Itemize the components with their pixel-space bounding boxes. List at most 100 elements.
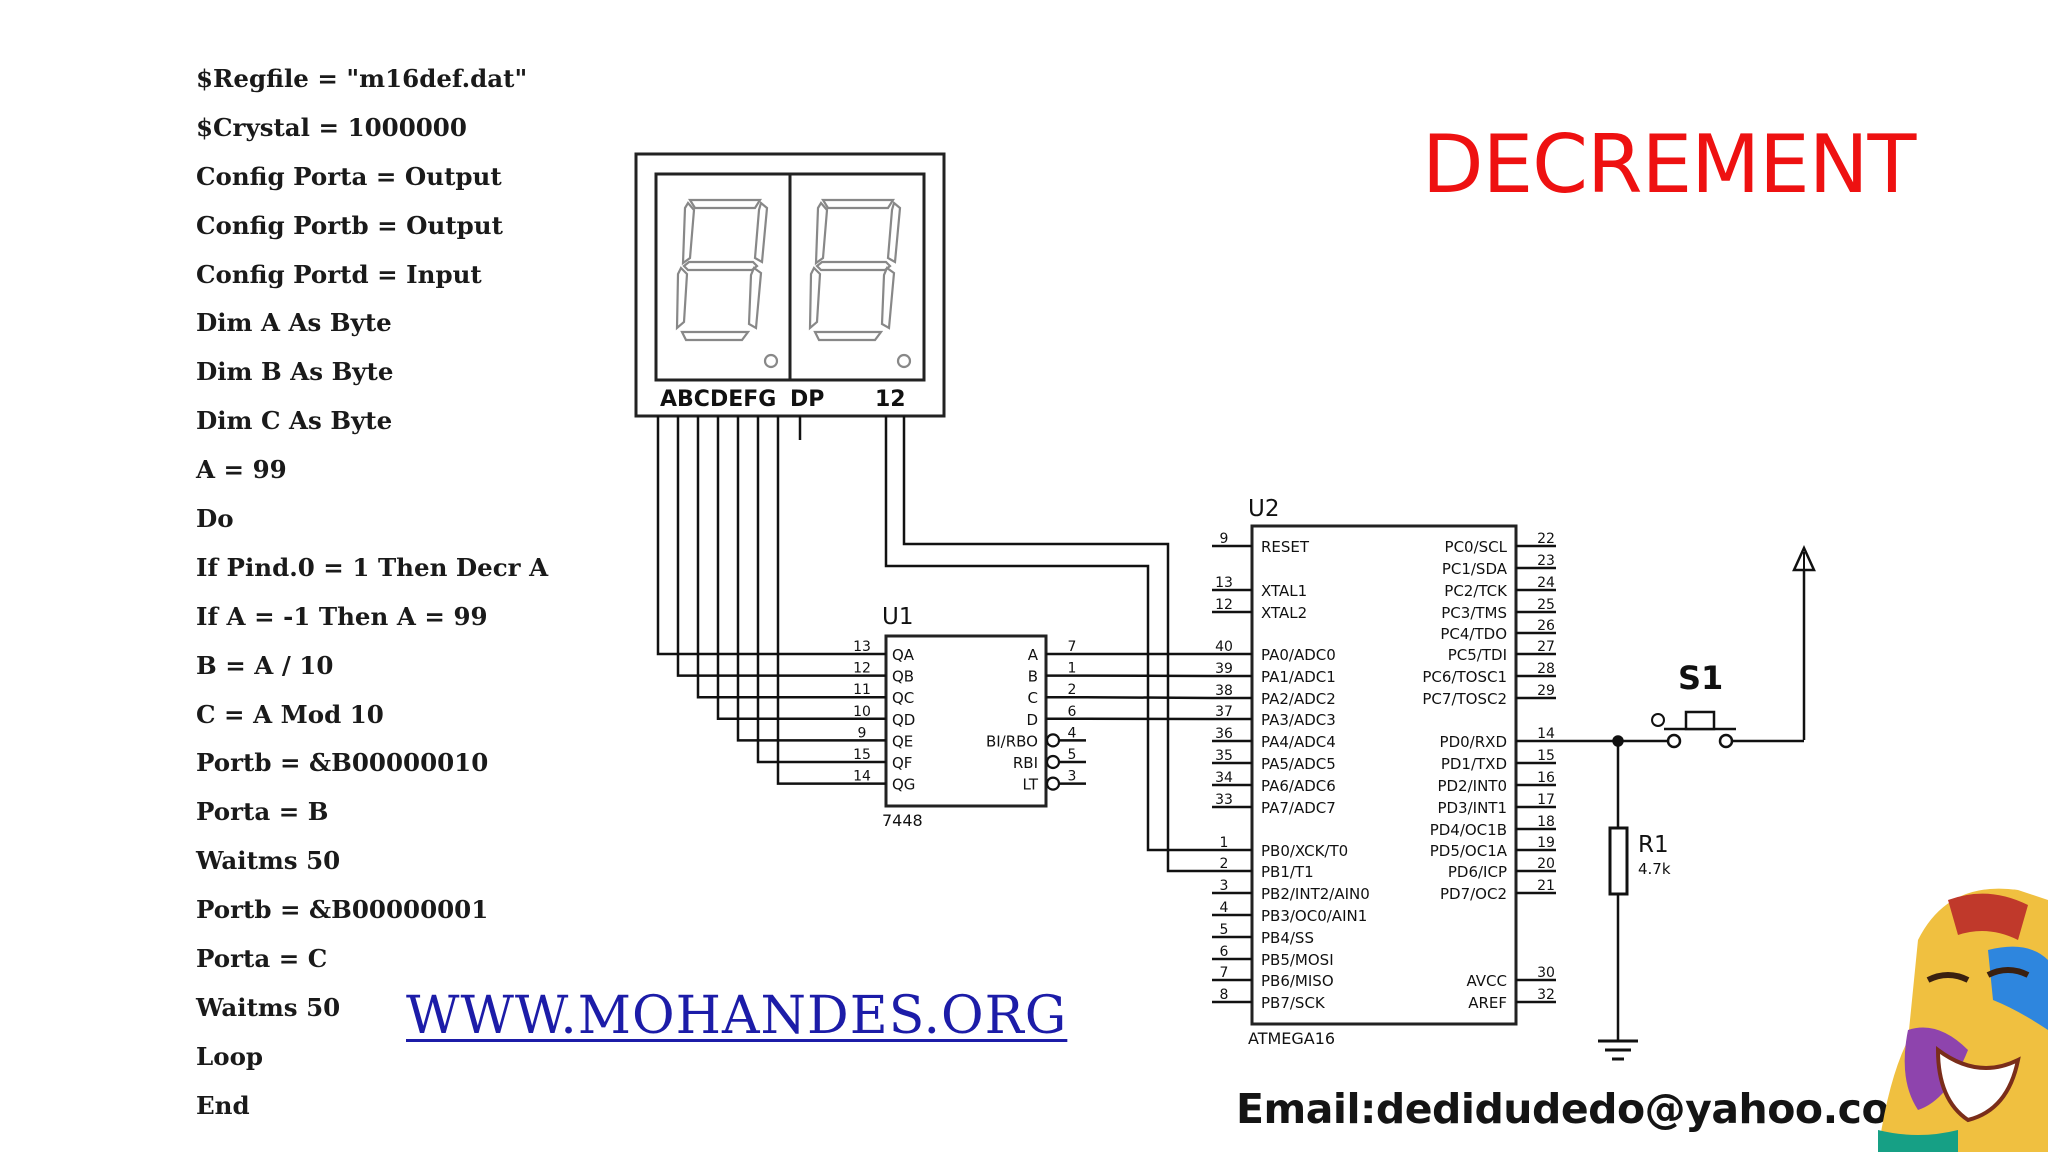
u2-pin-num: 17 <box>1537 792 1555 808</box>
u2-pin-label: PA7/ADC7 <box>1261 799 1336 817</box>
wire <box>776 416 846 785</box>
u1-pin-num: 10 <box>853 704 871 720</box>
u1-pin-num: 12 <box>853 661 871 677</box>
code-line: Config Portd = Input <box>196 259 482 289</box>
wire <box>756 416 846 764</box>
u2-pin-label: PC4/TDO <box>1440 625 1507 643</box>
u2-pin-label: PD3/INT1 <box>1437 799 1507 817</box>
code-line: If Pind.0 = 1 Then Decr A <box>196 552 549 582</box>
u1-pin-label: B <box>1028 668 1038 686</box>
u2-pin-label: PC7/TOSC2 <box>1422 690 1507 708</box>
u2-pin-num: 4 <box>1220 900 1229 916</box>
u1-pin-label: QA <box>892 646 915 664</box>
u1-pin-num: 15 <box>853 747 871 763</box>
u2-pin-label: PC0/SCL <box>1445 538 1508 556</box>
u2-pin-label: PD5/OC1A <box>1430 842 1508 860</box>
code-line: Dim C As Byte <box>196 406 393 436</box>
u1-pin-label: D <box>1026 711 1038 729</box>
u2-pin-num: 34 <box>1215 770 1233 786</box>
s1-ref: S1 <box>1678 659 1723 697</box>
u2-pin-label: XTAL1 <box>1261 582 1307 600</box>
u2-pin-label: PD4/OC1B <box>1430 821 1507 839</box>
wire <box>656 416 846 656</box>
wire <box>716 416 846 721</box>
u2-pin-label: PB6/MISO <box>1261 972 1334 990</box>
u2-pin-num: 22 <box>1537 531 1555 547</box>
code-line: Config Portb = Output <box>196 210 503 240</box>
u1-pin-label: QG <box>892 776 915 794</box>
u1-pin-label: QD <box>892 711 915 729</box>
u2-pin-num: 38 <box>1215 683 1233 699</box>
u2-ref: U2 <box>1248 496 1279 522</box>
u2-pin-label: PA6/ADC6 <box>1261 777 1336 795</box>
u2-pin-num: 12 <box>1215 597 1233 613</box>
u2-pin-num: 40 <box>1215 639 1233 655</box>
u1-pin-num: 4 <box>1068 725 1077 741</box>
u1-pin-label: RBI <box>1013 754 1038 772</box>
u2-pin-num: 18 <box>1537 814 1555 830</box>
u2-pin-num: 8 <box>1220 987 1229 1003</box>
u2-pin-label: PB1/T1 <box>1261 863 1314 881</box>
code-line: End <box>196 1090 250 1120</box>
u2-pin-label: PB4/SS <box>1261 929 1314 947</box>
bascom-code-listing: $Regfile = "m16def.dat"$Crystal = 100000… <box>196 58 548 1134</box>
u2-pin-num: 23 <box>1537 553 1555 569</box>
u1-pin-num: 5 <box>1068 747 1077 763</box>
avatar-portrait <box>1878 888 2048 1152</box>
email-contact: Email:dedidudedo@yahoo.com <box>1236 1085 1932 1133</box>
u2-pin-num: 29 <box>1537 683 1555 699</box>
u2-pin-num: 37 <box>1215 704 1233 720</box>
code-line: Waitms 50 <box>196 992 341 1022</box>
wire <box>696 416 846 699</box>
u2-pin-label: PD7/OC2 <box>1440 885 1507 903</box>
code-line: A = 99 <box>196 455 287 485</box>
u2-pin-label: PD1/TXD <box>1441 755 1507 773</box>
u2-part: ATMEGA16 <box>1248 1029 1335 1048</box>
u2-pin-label: PA0/ADC0 <box>1261 646 1336 664</box>
code-line: Waitms 50 <box>196 846 341 876</box>
u2-pin-label: AVCC <box>1466 972 1507 990</box>
code-line: If A = -1 Then A = 99 <box>196 601 488 631</box>
code-line: Dim A As Byte <box>196 308 392 338</box>
u2-pin-label: PC1/SDA <box>1442 560 1508 578</box>
code-line: Porta = C <box>196 944 328 974</box>
u2-pin-label: PA1/ADC1 <box>1261 668 1336 686</box>
u1-pin-num: 6 <box>1068 704 1077 720</box>
u2-pin-num: 28 <box>1537 661 1555 677</box>
u2-pin-num: 32 <box>1537 987 1555 1003</box>
u2-pin-label: PC2/TCK <box>1444 582 1508 600</box>
wire <box>736 416 846 742</box>
u2-pin-label: AREF <box>1468 994 1507 1012</box>
u1-pin-label: C <box>1028 689 1038 707</box>
website-link[interactable]: WWW.MOHANDES.ORG <box>406 986 1068 1046</box>
digit-pins-label: 12 <box>875 387 906 412</box>
code-line: Portb = &B00000001 <box>196 895 489 925</box>
u2-pin-num: 33 <box>1215 792 1233 808</box>
u2-pin-label: PA4/ADC4 <box>1261 733 1336 751</box>
u2-pin-num: 15 <box>1537 748 1555 764</box>
u2-pin-num: 1 <box>1220 835 1229 851</box>
r1-value: 4.7k <box>1638 860 1671 878</box>
u2-pin-num: 27 <box>1537 639 1555 655</box>
u2-pin-num: 20 <box>1537 856 1555 872</box>
u2-pin-label: PD0/RXD <box>1440 733 1507 751</box>
u1-pin-label: A <box>1028 646 1039 664</box>
u2-pin-num: 36 <box>1215 726 1233 742</box>
u1-pin-num: 11 <box>853 682 871 698</box>
decrement-title: DECREMENT <box>1422 118 1916 211</box>
u1-ref: U1 <box>882 604 913 630</box>
code-line: Portb = &B00000010 <box>196 748 489 778</box>
u2-pin-label: PA5/ADC5 <box>1261 755 1336 773</box>
u2-pin-label: PD2/INT0 <box>1437 777 1507 795</box>
wire <box>902 416 1212 873</box>
power-terminal <box>1792 544 1816 740</box>
u2-pin-label: PB2/INT2/AIN0 <box>1261 885 1370 903</box>
u2-pin-num: 2 <box>1220 856 1229 872</box>
junction-dot <box>1612 735 1624 747</box>
u2-pin-num: 25 <box>1537 597 1555 613</box>
u2-pin-label: PC6/TOSC1 <box>1422 668 1507 686</box>
